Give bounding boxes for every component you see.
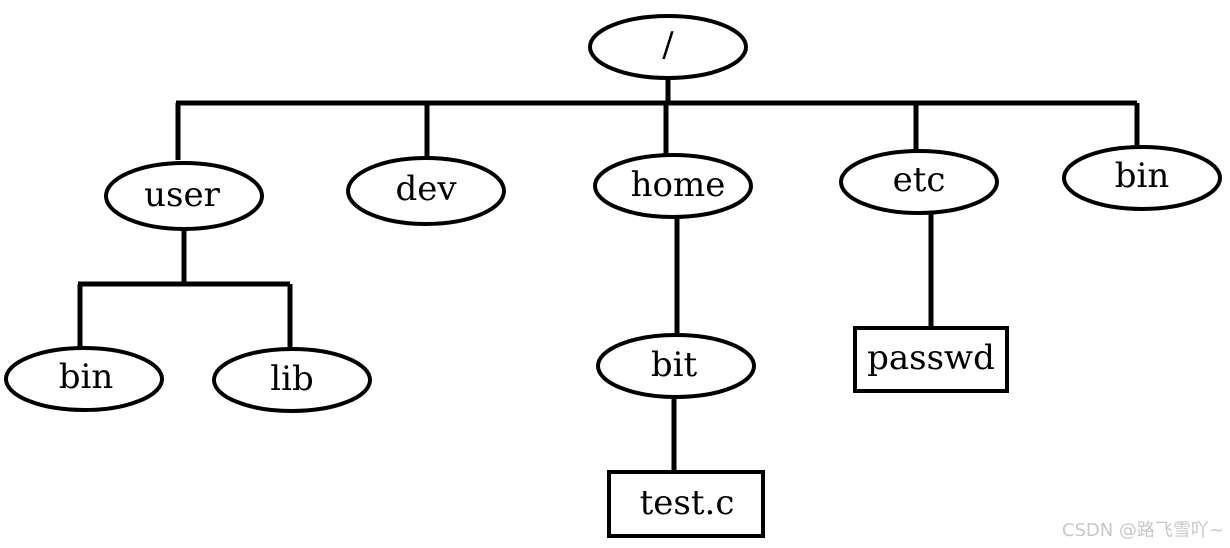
node-home-label: home	[631, 165, 726, 205]
node-user-bin-label: bin	[59, 357, 114, 397]
node-dev-label: dev	[395, 169, 457, 209]
node-bit-label: bit	[651, 345, 698, 385]
node-bit-ellipse	[596, 333, 756, 399]
node-root-ellipse	[588, 14, 748, 80]
node-home-ellipse	[593, 153, 753, 219]
node-test-c-label: test.c	[640, 483, 735, 523]
node-user-label: user	[144, 175, 220, 215]
node-etc-ellipse	[839, 149, 999, 215]
tree-connectors	[77, 78, 1140, 472]
node-bin-top-label: bin	[1115, 156, 1170, 196]
node-passwd-label: passwd	[867, 338, 995, 378]
node-bin-top-ellipse	[1062, 145, 1222, 211]
node-root-label: /	[662, 25, 674, 65]
node-test-c-box	[607, 470, 765, 538]
node-dev-ellipse	[346, 156, 506, 226]
node-user-lib-ellipse	[212, 347, 372, 413]
node-passwd-box	[853, 326, 1009, 393]
node-user-bin-ellipse	[4, 346, 164, 412]
watermark: CSDN @路飞雪吖~	[1061, 520, 1224, 541]
node-user-ellipse	[104, 161, 264, 231]
node-user-lib-label: lib	[270, 359, 314, 399]
node-etc-label: etc	[893, 160, 946, 200]
